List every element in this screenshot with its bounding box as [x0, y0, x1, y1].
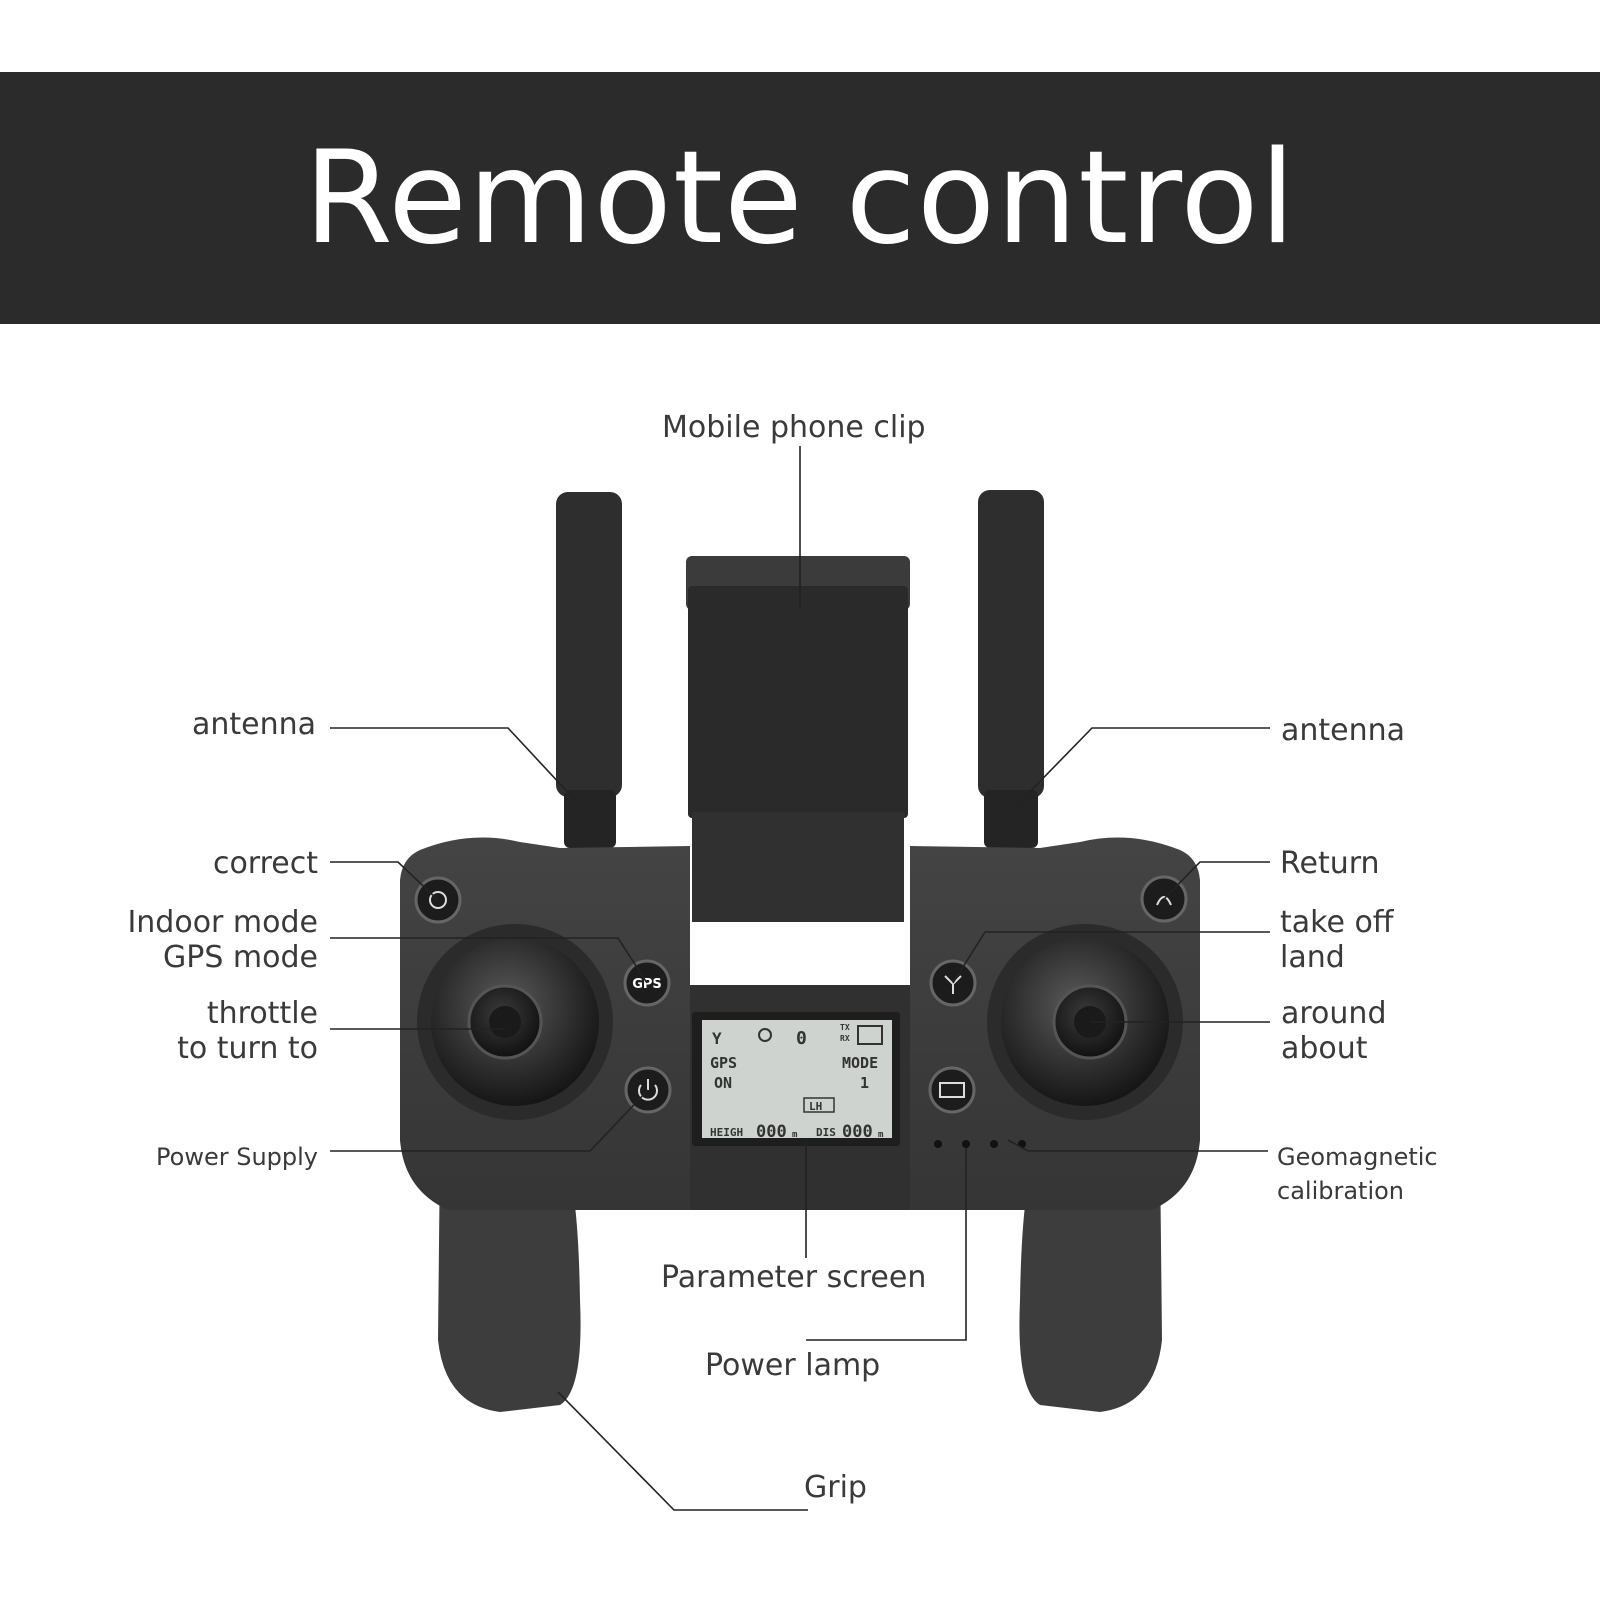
label-throttle-line2: to turn to	[177, 1031, 318, 1066]
label-antenna-right: antenna	[1281, 713, 1406, 748]
label-takeoff-land: take off land	[1280, 905, 1393, 975]
label-about: about	[1281, 1031, 1368, 1066]
label-return: Return	[1280, 846, 1380, 881]
antenna-left	[556, 492, 622, 848]
lcd-on: ON	[714, 1074, 732, 1092]
lcd-heigh-value: 000	[756, 1122, 787, 1142]
lcd-dis: DIS	[816, 1126, 836, 1139]
label-indoor-gps-mode: Indoor mode GPS mode	[127, 905, 318, 975]
leader-lines	[330, 446, 1270, 1511]
takeoff-icon	[944, 975, 962, 994]
power-icon	[638, 1084, 658, 1101]
label-geomagnetic-calibration: Geomagnetic calibration	[1277, 1140, 1438, 1208]
throttle-stick[interactable]	[417, 924, 613, 1120]
grip-left	[438, 1150, 581, 1412]
label-throttle: throttle to turn to	[177, 996, 318, 1066]
lcd-signal-icon: Y	[712, 1029, 722, 1048]
label-gps-mode: GPS mode	[163, 940, 318, 975]
lcd-counter: 0	[796, 1028, 807, 1049]
label-geomagnetic: Geomagnetic	[1277, 1143, 1438, 1171]
parameter-screen: Y 0 TX RX GPS ON MODE 1 LH HEIGH 000 m D…	[692, 1012, 900, 1146]
title-banner: Remote control	[0, 72, 1600, 324]
controller-body	[400, 837, 1200, 1210]
lcd-gps: GPS	[710, 1054, 737, 1072]
label-grip: Grip	[804, 1470, 867, 1505]
return-icon	[1156, 896, 1172, 906]
lcd-rx: RX	[840, 1034, 850, 1043]
lcd-target-icon	[758, 1028, 772, 1042]
label-calibration: calibration	[1277, 1177, 1405, 1205]
compass-icon	[939, 1082, 965, 1098]
label-take-off: take off	[1280, 905, 1394, 940]
label-antenna-left: antenna	[191, 707, 316, 742]
label-around: around	[1281, 996, 1387, 1031]
direction-stick[interactable]	[987, 924, 1183, 1120]
label-parameter-screen: Parameter screen	[661, 1260, 927, 1295]
geomagnetic-button[interactable]	[928, 1066, 976, 1114]
label-correct: correct	[212, 846, 318, 881]
phone-clip	[686, 556, 910, 922]
lcd-mode: MODE	[842, 1054, 878, 1072]
grip-right	[1019, 1150, 1162, 1412]
label-indoor-mode: Indoor mode	[127, 905, 318, 940]
label-mobile-phone-clip: Mobile phone clip	[662, 410, 926, 445]
gps-button-label: GPS	[632, 977, 662, 992]
label-around-about: around about	[1281, 996, 1386, 1066]
lcd-heigh-unit: m	[792, 1130, 798, 1140]
lcd-tx: TX	[840, 1023, 850, 1032]
lcd-battery-icon	[857, 1025, 883, 1045]
antenna-right	[978, 490, 1044, 848]
lcd-lh: LH	[809, 1100, 822, 1113]
lcd-dis-value: 000	[842, 1122, 873, 1142]
page-title: Remote control	[303, 123, 1297, 273]
label-power-supply: Power Supply	[156, 1143, 318, 1171]
correct-icon	[429, 891, 447, 909]
lcd-mode-value: 1	[860, 1074, 869, 1092]
lcd-heigh: HEIGH	[710, 1126, 743, 1139]
label-land: land	[1280, 940, 1345, 975]
label-throttle-line1: throttle	[206, 996, 318, 1031]
lcd-dis-unit: m	[878, 1130, 884, 1140]
label-power-lamp: Power lamp	[705, 1348, 881, 1383]
